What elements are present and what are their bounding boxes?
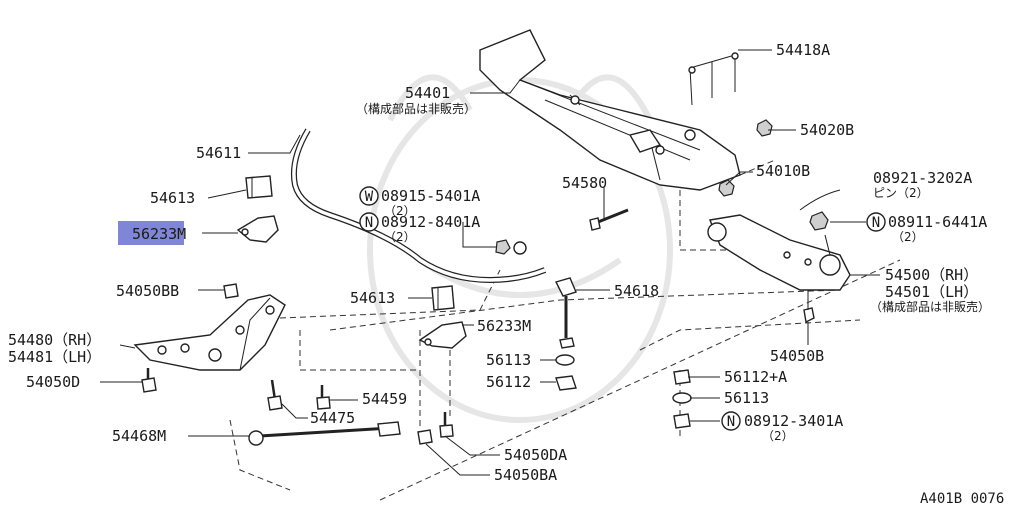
label-08912-3401A[interactable]: 08912-3401A <box>744 412 843 430</box>
marker-n-08911: N <box>872 215 880 231</box>
label-54501-lh[interactable]: 54501（LH） <box>885 283 978 301</box>
nut-marker-08912a: N <box>359 212 379 232</box>
label-56233M-upper[interactable]: 56233M <box>132 225 186 243</box>
label-54050BA[interactable]: 54050BA <box>494 466 557 484</box>
bushing-54613-lower[interactable] <box>431 285 455 311</box>
compression-rod-54468M[interactable] <box>248 421 401 446</box>
label-56112-A[interactable]: 56112+A <box>724 368 787 386</box>
selected-part-highlight <box>118 221 184 245</box>
label-54050DA[interactable]: 54050DA <box>504 446 567 464</box>
label-54010B[interactable]: 54010B <box>756 162 810 180</box>
label-56113-lower[interactable]: 56113 <box>724 389 769 407</box>
nut-08911-6441A[interactable] <box>809 211 829 231</box>
bushing-56113-upper[interactable] <box>555 354 575 366</box>
note-08921-pin: ピン（2） <box>873 186 929 200</box>
bushing-54613-upper[interactable] <box>245 175 273 199</box>
label-54475[interactable]: 54475 <box>310 409 355 427</box>
bolt-54418A[interactable] <box>688 52 739 106</box>
label-54580[interactable]: 54580 <box>562 174 607 192</box>
label-08911-6441A[interactable]: 08911-6441A <box>888 213 987 231</box>
nut-54010B[interactable] <box>718 179 735 197</box>
qty-08912b: （2） <box>762 429 794 443</box>
label-08915-5401A[interactable]: 08915-5401A <box>381 187 480 205</box>
label-54468M[interactable]: 54468M <box>112 427 166 445</box>
qty-08912a: （2） <box>384 230 416 244</box>
qty-08915: （2） <box>384 204 416 218</box>
bolt-54459[interactable] <box>316 385 331 410</box>
label-54611[interactable]: 54611 <box>196 144 241 162</box>
label-08912-8401A[interactable]: 08912-8401A <box>381 213 480 231</box>
transverse-link-54500[interactable] <box>707 214 851 291</box>
nut-marker-08911: N <box>866 212 886 232</box>
marker-w: W <box>365 189 374 205</box>
label-56112[interactable]: 56112 <box>486 373 531 391</box>
qty-08911: （2） <box>892 230 924 244</box>
diagram-code: A401B 0076 <box>920 491 1004 507</box>
label-56233M-lower[interactable]: 56233M <box>477 317 531 335</box>
marker-n-08912b: N <box>727 414 735 430</box>
bolt-54475[interactable] <box>267 379 283 411</box>
bolt-54580[interactable] <box>589 208 629 231</box>
label-54500-rh[interactable]: 54500（RH） <box>885 266 978 284</box>
bolt-54050B[interactable] <box>803 290 815 324</box>
label-54050BB[interactable]: 54050BB <box>116 282 179 300</box>
bolt-54050DA[interactable] <box>439 412 454 438</box>
marker-n-08912a: N <box>365 215 373 231</box>
nut-56112[interactable] <box>555 375 577 391</box>
nut-08912-3401A[interactable] <box>673 413 691 429</box>
nut-54020B[interactable] <box>756 119 773 137</box>
bushing-56113-lower[interactable] <box>672 392 692 404</box>
washer-marker-08915: W <box>359 186 379 206</box>
label-54418A[interactable]: 54418A <box>776 41 830 59</box>
nut-54050BB[interactable] <box>223 283 239 299</box>
label-08921-3202A[interactable]: 08921-3202A <box>873 169 972 187</box>
nut-54050BA[interactable] <box>417 429 433 445</box>
bracket-56233M-lower[interactable] <box>418 321 467 349</box>
bolt-54050D[interactable] <box>141 368 157 393</box>
nut-marker-08912b: N <box>721 411 741 431</box>
nut-08912-8401A[interactable] <box>495 239 527 255</box>
label-54613-lower[interactable]: 54613 <box>350 289 395 307</box>
bracket-54480[interactable] <box>133 294 286 371</box>
label-54401[interactable]: 54401 <box>405 84 450 102</box>
crossmember-54401[interactable] <box>479 29 741 191</box>
stabilizer-bar-54611[interactable] <box>290 128 547 284</box>
label-54050B[interactable]: 54050B <box>770 347 824 365</box>
label-54481-lh[interactable]: 54481（LH） <box>8 348 101 366</box>
label-54050D[interactable]: 54050D <box>26 373 80 391</box>
label-54618[interactable]: 54618 <box>614 282 659 300</box>
label-56113-upper[interactable]: 56113 <box>486 351 531 369</box>
label-54480-rh[interactable]: 54480（RH） <box>8 331 101 349</box>
leader-lines <box>100 49 880 476</box>
note-54401: （構成部品は非販売） <box>356 101 476 116</box>
label-54459[interactable]: 54459 <box>362 390 407 408</box>
bracket-56233M-upper[interactable] <box>236 215 279 243</box>
stabilizer-link-54618[interactable] <box>554 277 577 349</box>
label-54020B[interactable]: 54020B <box>800 121 854 139</box>
note-54501: （構成部品は非販売） <box>870 299 990 314</box>
cotter-pin-08921[interactable] <box>799 189 841 211</box>
nut-56112-A[interactable] <box>673 369 691 385</box>
label-54613-upper[interactable]: 54613 <box>150 189 195 207</box>
part-labels: 54418A 54401 （構成部品は非販売） 54020B 54611 540… <box>8 41 1004 507</box>
